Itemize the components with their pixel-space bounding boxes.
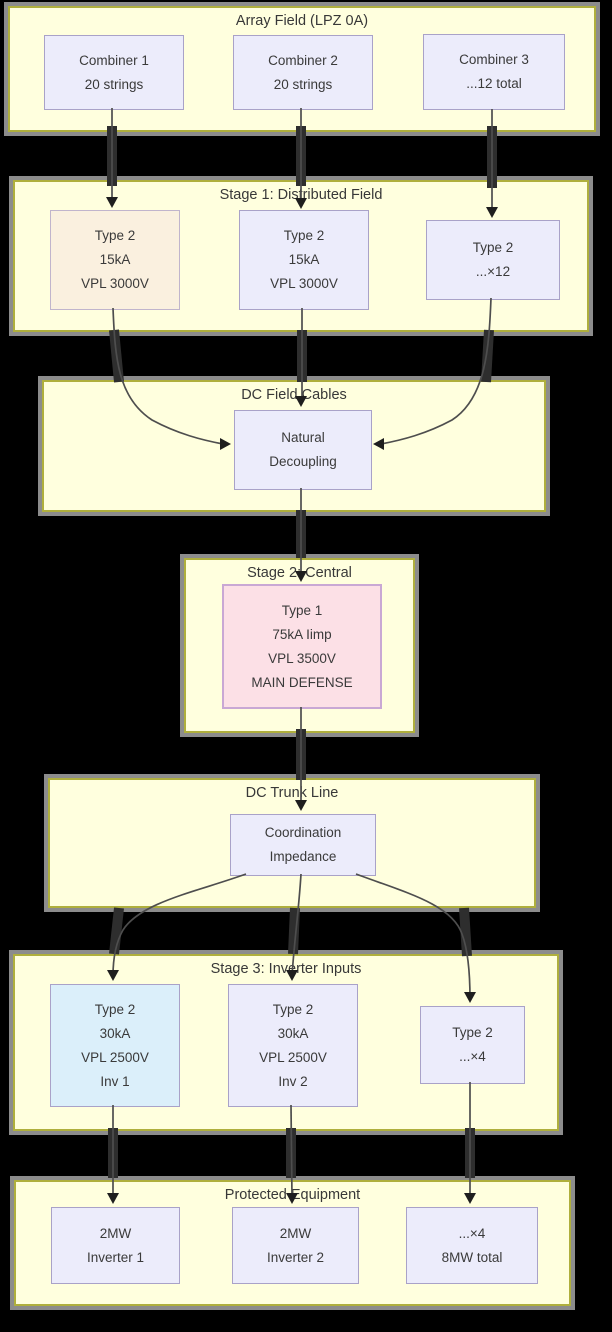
node-text-line: Combiner 3 [459, 52, 529, 67]
node-combiner-1: Combiner 1 20 strings [44, 35, 184, 110]
container-title-dc-field-cables: DC Field Cables [241, 387, 347, 403]
container-protected-equipment: Protected Equipment 2MW Inverter 1 2MW I… [14, 1180, 571, 1306]
container-array-field: Array Field (LPZ 0A) Combiner 1 20 strin… [8, 6, 596, 132]
node-text-line: Impedance [269, 849, 337, 864]
node-text-line: 15kA [99, 252, 131, 267]
node-combiner-3: Combiner 3 ...12 total [423, 34, 565, 110]
node-text-line: Type 1 [281, 602, 323, 618]
node-text-line: Natural [281, 430, 325, 445]
node-text-line: VPL 3500V [268, 650, 336, 666]
node-stage1-spd-1: Type 2 15kA VPL 3000V [50, 210, 180, 310]
node-stage3-spd-x4: Type 2 ...×4 [420, 1006, 525, 1084]
container-dc-trunk-line: DC Trunk Line Coordination Impedance [48, 778, 536, 908]
node-text-line: Type 2 [452, 1025, 493, 1040]
node-text-line: Type 2 [472, 240, 514, 255]
node-text-line: Coordination [264, 825, 342, 840]
node-text-line: Inverter 2 [266, 1249, 325, 1265]
node-text-line: Type 2 [94, 228, 136, 243]
node-text-line: VPL 2500V [259, 1049, 327, 1065]
node-combiner-2: Combiner 2 20 strings [233, 35, 373, 110]
node-text-line: Type 2 [283, 228, 325, 243]
node-natural-decoupling: Natural Decoupling [234, 410, 372, 490]
node-text-line: 15kA [288, 252, 320, 267]
node-inverter-x4-total: ...×4 8MW total [406, 1207, 538, 1284]
node-text-line: Type 2 [94, 1001, 136, 1017]
node-text-line: Inv 2 [278, 1073, 308, 1089]
container-stage1-distributed-field: Stage 1: Distributed Field Type 2 15kA V… [13, 180, 589, 332]
container-title-array-field: Array Field (LPZ 0A) [235, 13, 369, 29]
node-inverter-1: 2MW Inverter 1 [51, 1207, 180, 1284]
node-text-line: Type 2 [272, 1001, 314, 1017]
node-text-line: Combiner 2 [268, 52, 338, 68]
node-text-line: ...×12 [475, 264, 511, 279]
node-stage3-spd-inv1: Type 2 30kA VPL 2500V Inv 1 [50, 984, 180, 1107]
container-stage2-central: Stage 2: Central Type 1 75kA Iimp VPL 35… [184, 558, 415, 733]
container-title-stage2: Stage 2: Central [247, 565, 352, 581]
node-stage1-spd-x12: Type 2 ...×12 [426, 220, 560, 300]
node-text-line: 75kA Iimp [272, 626, 332, 642]
node-inverter-2: 2MW Inverter 2 [232, 1207, 359, 1284]
container-title-protected-equipment: Protected Equipment [224, 1187, 361, 1203]
node-stage2-type1-main-defense: Type 1 75kA Iimp VPL 3500V MAIN DEFENSE [222, 584, 382, 709]
node-text-line: Inv 1 [100, 1073, 130, 1089]
node-text-line: 30kA [99, 1025, 131, 1041]
node-text-line: 8MW total [441, 1249, 503, 1265]
node-text-line: Combiner 1 [79, 52, 149, 68]
node-text-line: 20 strings [84, 76, 144, 92]
container-dc-field-cables: DC Field Cables Natural Decoupling [42, 380, 546, 512]
node-stage1-spd-2: Type 2 15kA VPL 3000V [239, 210, 369, 310]
node-coordination-impedance: Coordination Impedance [230, 814, 376, 876]
node-text-line: Inverter 1 [86, 1249, 145, 1265]
node-text-line: 2MW [279, 1225, 312, 1241]
node-stage3-spd-inv2: Type 2 30kA VPL 2500V Inv 2 [228, 984, 358, 1107]
node-text-line: VPL 2500V [81, 1049, 149, 1065]
node-text-line: ...×4 [459, 1049, 486, 1064]
node-text-line: 30kA [277, 1025, 309, 1041]
node-text-line: ...×4 [458, 1225, 486, 1241]
container-title-dc-trunk-line: DC Trunk Line [245, 785, 339, 801]
container-title-stage1: Stage 1: Distributed Field [219, 187, 383, 203]
node-text-line: Decoupling [269, 454, 337, 469]
node-text-line: 2MW [99, 1225, 132, 1241]
node-text-line: 20 strings [273, 76, 333, 92]
node-text-line: MAIN DEFENSE [251, 674, 353, 690]
container-stage3-inverter-inputs: Stage 3: Inverter Inputs Type 2 30kA VPL… [13, 954, 559, 1131]
node-text-line: VPL 3000V [270, 276, 338, 291]
node-text-line: VPL 3000V [81, 276, 149, 291]
container-title-stage3: Stage 3: Inverter Inputs [210, 961, 362, 977]
node-text-line: ...12 total [466, 76, 522, 91]
